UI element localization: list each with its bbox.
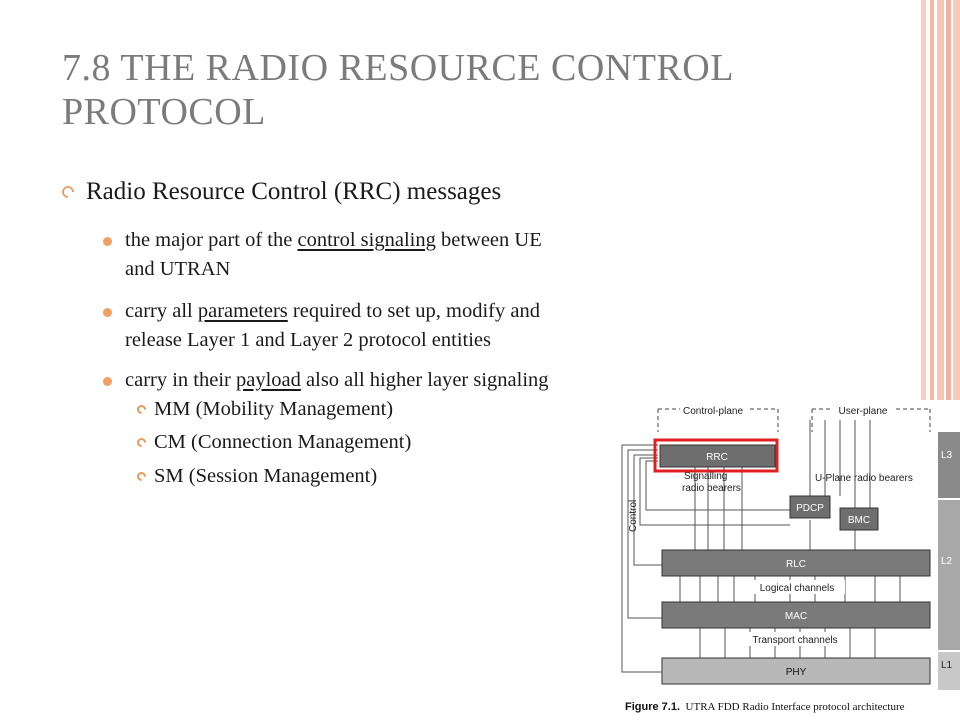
bullet-item: the major part of the control signaling … — [103, 226, 803, 284]
phy-box — [661, 657, 931, 685]
hollow-bullet-icon — [135, 470, 148, 483]
protocol-architecture-diagram: Control-plane User-plane — [621, 406, 960, 690]
logical-label-bg — [750, 580, 845, 594]
bullet-item: carry all parameters required to set up,… — [103, 297, 803, 355]
bullet-dot-icon — [103, 377, 112, 386]
l1-bar — [938, 652, 960, 690]
pdcp-label: PDCP — [796, 503, 824, 514]
control-label: Control — [628, 500, 639, 532]
bullet-text: release Layer 1 and Layer 2 protocol ent… — [125, 329, 491, 351]
sub-bullet-item: MM (Mobility Management) — [135, 398, 394, 421]
user-plane-label: User-plane — [839, 406, 888, 417]
bullet-text: required to set up, modify and — [287, 300, 540, 322]
sub-bullet-item: SM (Session Management) — [135, 465, 378, 488]
underlined-term: parameters — [197, 300, 288, 322]
pdcp-box — [789, 495, 831, 519]
mac-label: MAC — [785, 611, 807, 622]
sub-bullet-text: SM (Session Management) — [154, 465, 378, 487]
bullet-text: the major part of the — [125, 229, 298, 251]
l3-bar — [938, 432, 960, 498]
sub-bullet-text: MM (Mobility Management) — [154, 398, 394, 420]
bmc-box — [839, 507, 879, 531]
border-stripe — [921, 0, 926, 720]
bullet-dot-icon — [103, 237, 112, 246]
bmc-label: BMC — [848, 515, 870, 526]
rlc-box — [661, 549, 931, 577]
border-stripe — [953, 0, 960, 720]
bullet-text: between UE — [435, 229, 542, 251]
caption-label: Figure 7.1. — [625, 701, 681, 713]
figure-caption: Figure 7.1. UTRA FDD Radio Interface pro… — [625, 701, 905, 713]
bullet-text: carry all — [125, 300, 198, 322]
border-stripe — [930, 0, 934, 720]
transport-channels-label: Transport channels — [752, 635, 837, 646]
protocol-architecture-figure: Control-plane User-plane — [600, 400, 960, 720]
rrc-label: RRC — [706, 452, 728, 463]
sub-bullet-text: CM (Connection Management) — [154, 431, 412, 453]
bullet-text: carry in their — [125, 369, 236, 391]
l1-label: L1 — [941, 660, 953, 671]
phy-label: PHY — [786, 667, 807, 678]
uplane-label: U-Plane radio bearers — [815, 473, 913, 484]
border-stripe — [946, 0, 951, 720]
l2-label: L2 — [941, 556, 953, 567]
title-line-2: PROTOCOL — [62, 91, 266, 133]
sub-bullet-item: CM (Connection Management) — [135, 431, 412, 454]
hollow-bullet-icon — [59, 183, 77, 201]
signalling-label: Signalling — [684, 471, 727, 482]
bullet-text: and UTRAN — [125, 258, 231, 280]
radio-bearers-label: radio bearers — [682, 483, 741, 494]
rrc-box — [659, 444, 776, 468]
slide-title: 7.8 THE RADIO RESOURCE CONTROL PROTOCOL — [62, 46, 882, 134]
l2-bar — [938, 500, 960, 650]
caption-text: UTRA FDD Radio Interface protocol archit… — [685, 701, 905, 713]
logical-channels-label: Logical channels — [760, 583, 835, 594]
border-stripe — [937, 0, 944, 720]
control-plane-label: Control-plane — [683, 406, 743, 417]
heading-bullet: Radio Resource Control (RRC) messages — [59, 178, 502, 206]
rlc-label: RLC — [786, 559, 806, 570]
bullet-dot-icon — [103, 308, 112, 317]
transport-label-bg — [745, 632, 845, 646]
hollow-bullet-icon — [135, 436, 148, 449]
l3-label: L3 — [941, 450, 953, 461]
hollow-bullet-icon — [135, 403, 148, 416]
bullet-text: also all higher layer signaling — [300, 369, 549, 391]
underlined-term: control signaling — [297, 229, 436, 251]
bullet-item: carry in their payload also all higher l… — [103, 366, 803, 395]
mac-box — [661, 601, 931, 629]
underlined-term: payload — [236, 369, 301, 391]
rrc-highlight — [653, 438, 779, 473]
heading-text: Radio Resource Control (RRC) messages — [86, 178, 502, 205]
title-line-1: 7.8 THE RADIO RESOURCE CONTROL — [62, 47, 734, 89]
